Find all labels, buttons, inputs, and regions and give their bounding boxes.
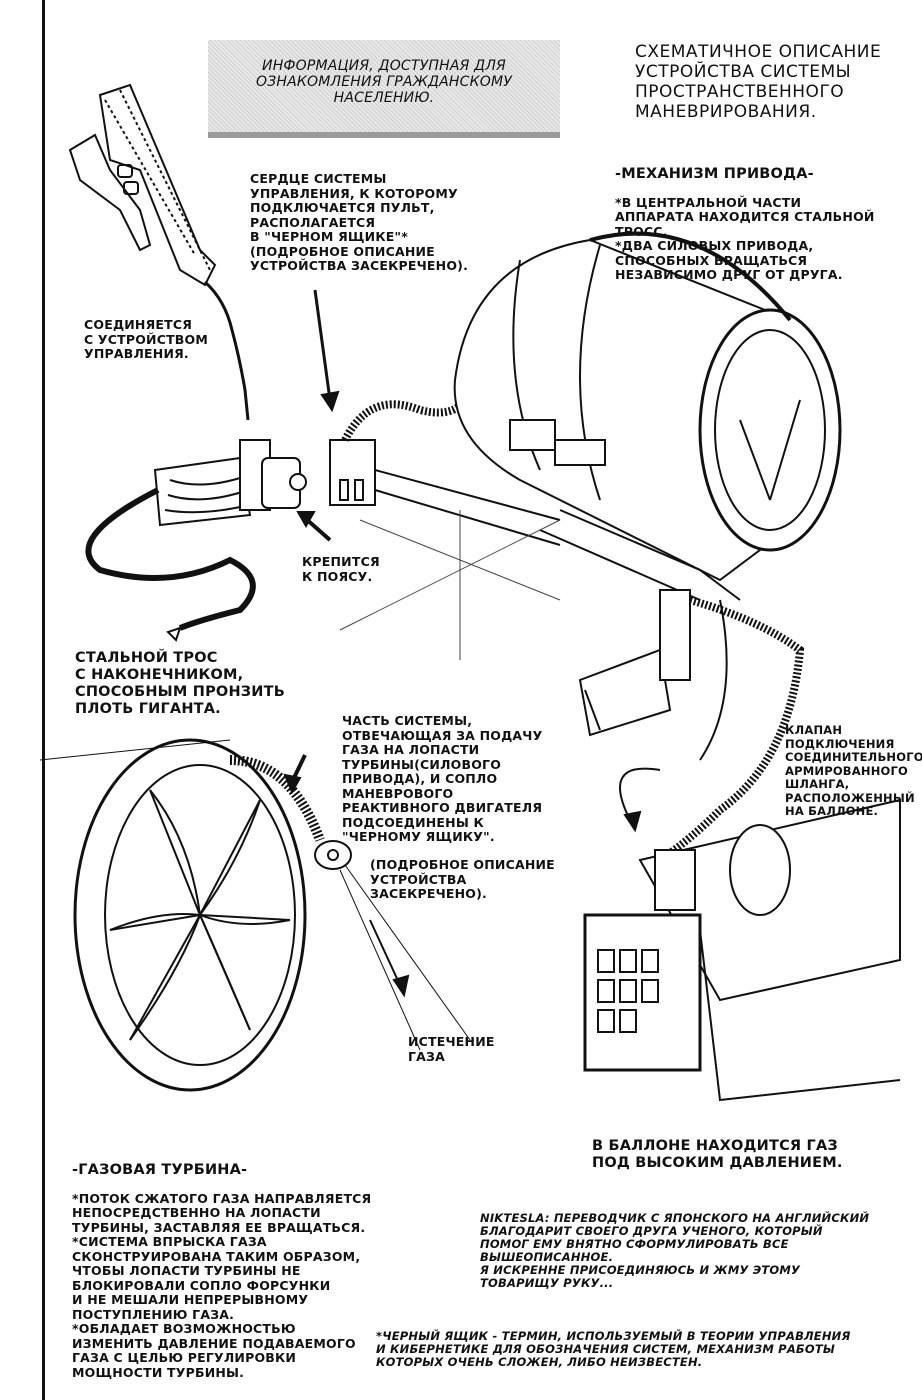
drive-mechanism-drawing [453,231,842,601]
panel-border [42,0,45,1400]
drive-mechanism-body: *в центральной части аппарата находится … [615,194,875,282]
controller-drawing [68,83,250,421]
valve-caption: Клапан подключения соединительного армир… [785,723,922,818]
connects-caption: Соединяется с устройством управления. [84,317,209,361]
public-info-banner: Информация, доступная для ознакомления г… [208,40,560,138]
gas-exhaust-caption: Истечение газа [408,1034,495,1064]
steel-cable-caption: Стальной трос с наконечником, способным … [75,650,285,717]
arrow-icon [313,289,332,401]
gas-turbine-drawing [39,738,471,1092]
gas-cylinder-drawing [583,798,901,1102]
control-heart-caption: Сердце системы управления, к которому по… [250,171,469,273]
gas-turbine-body: *поток сжатого газа направляется непосре… [72,1190,372,1380]
gas-turbine-section: -Газовая турбина- *поток сжатого газа на… [72,1148,371,1380]
axis-lines [339,510,561,660]
right-nozzle-drawing [578,589,805,864]
public-info-text: Информация, доступная для ознакомления г… [256,58,512,106]
steel-cable-drawing [85,487,256,642]
drive-mechanism-heading: -Механизм привода- [615,165,814,182]
belt-caption: Крепится к поясу. [302,554,380,584]
translator-note: Niktesla: переводчик с японского на англ… [480,1211,870,1290]
page-title: Схематичное описание устройства системы … [635,42,882,122]
gas-supply-caption: Часть системы, отвечающая за подачу газа… [342,713,543,844]
cylinder-caption: В баллоне находится газ под высоким давл… [592,1138,843,1171]
drive-mechanism-section: -Механизм привода- *в центральной части … [615,152,875,283]
belt-mount-drawing [153,439,561,546]
gas-turbine-heading: -Газовая турбина- [72,1161,248,1178]
classified-caption: (подробное описание устройства засекрече… [370,857,555,901]
black-box-footnote: *Черный ящик - термин, используемый в те… [376,1329,851,1369]
